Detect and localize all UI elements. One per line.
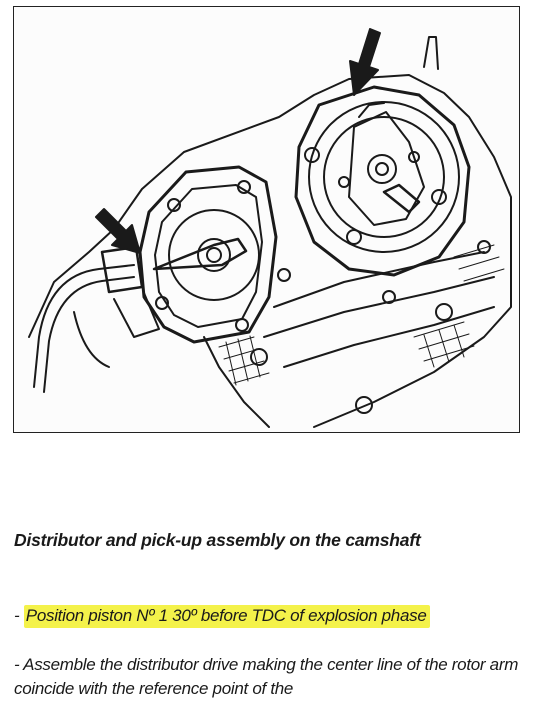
instruction-step-2: - Assemble the distributor drive making … bbox=[14, 653, 526, 701]
engine-distributor-drawing-icon bbox=[28, 28, 512, 428]
figure-caption: Distributor and pick-up assembly on the … bbox=[14, 530, 421, 550]
engine-illustration-frame bbox=[13, 6, 520, 433]
instruction-step-1: - Position piston Nº 1 30º before TDC of… bbox=[14, 605, 526, 628]
step-bullet: - bbox=[14, 606, 24, 625]
highlighted-step-text: Position piston Nº 1 30º before TDC of e… bbox=[23, 605, 431, 628]
step-bullet: - bbox=[14, 655, 24, 674]
step-text: Assemble the distributor drive making th… bbox=[14, 655, 519, 698]
